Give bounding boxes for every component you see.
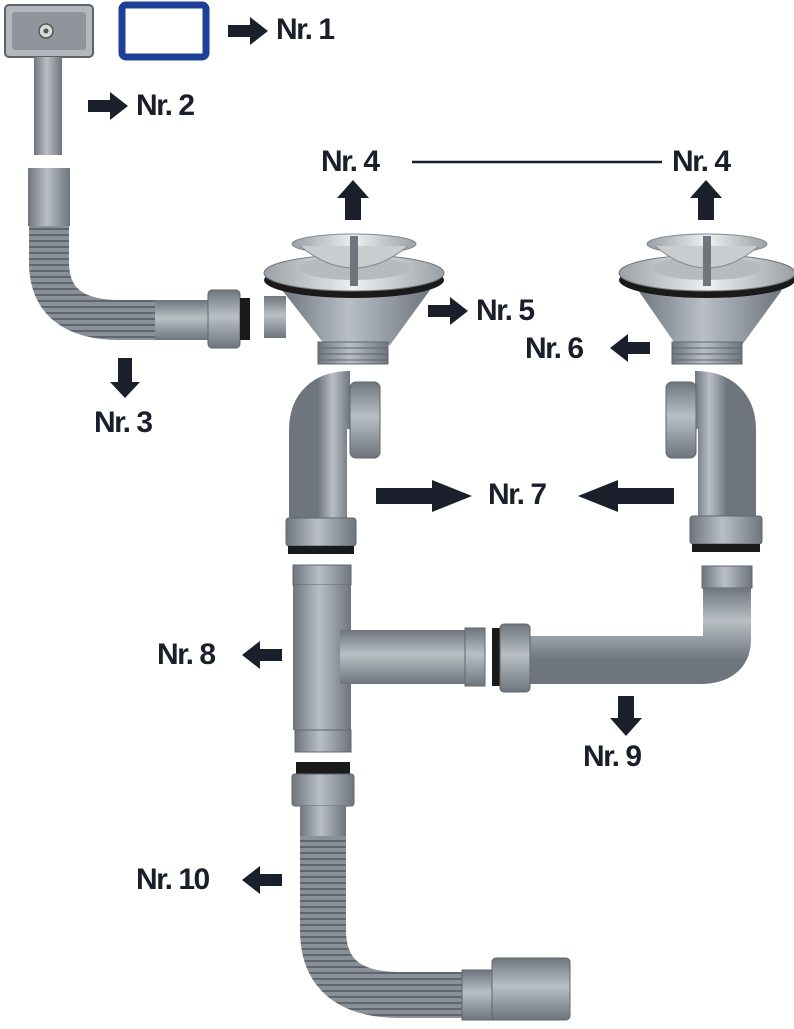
label-nr-8: Nr. 8	[157, 638, 216, 671]
arrow-left-nr6	[610, 334, 650, 362]
arrow-right-nr7	[376, 480, 472, 512]
part-8-t-piece	[292, 564, 486, 753]
part-4-left-basket	[291, 233, 417, 286]
label-nr-4-right: Nr. 4	[672, 145, 731, 178]
part-2-overflow-pipe	[34, 57, 62, 155]
arrow-left-nr10	[242, 866, 282, 894]
arrow-left-nr8	[242, 641, 282, 669]
arrow-right-nr2	[88, 92, 128, 120]
arrow-down-nr3	[110, 358, 140, 398]
part-7-left-elbow	[285, 371, 381, 554]
part-1-overflow-head	[4, 4, 94, 58]
arrow-up-nr4-right	[690, 180, 722, 220]
part-7-right-elbow	[665, 371, 763, 552]
label-nr-5: Nr. 5	[476, 294, 535, 327]
label-nr-3: Nr. 3	[94, 406, 153, 439]
label-nr-9: Nr. 9	[583, 740, 642, 773]
arrow-down-nr9	[610, 696, 642, 736]
part-9-connecting-pipe	[492, 565, 753, 693]
label-nr-10: Nr. 10	[136, 863, 210, 896]
part-3-flex-hose	[28, 168, 250, 349]
arrow-right-nr5	[428, 297, 468, 325]
arrow-left-nr7	[578, 480, 674, 512]
label-nr-6: Nr. 6	[525, 332, 584, 365]
label-nr-4-left: Nr. 4	[321, 145, 380, 178]
label-nr-2: Nr. 2	[136, 89, 195, 122]
part-1-blue-gasket	[118, 1, 210, 61]
arrow-up-nr4-left	[337, 180, 369, 220]
arrow-right-nr1	[228, 17, 268, 45]
part-4-right-basket	[646, 233, 768, 286]
label-nr-7: Nr. 7	[488, 478, 547, 511]
label-nr-1: Nr. 1	[276, 13, 335, 46]
arrow-group	[88, 17, 722, 894]
part-10-flex-drain-hose	[291, 762, 571, 1021]
